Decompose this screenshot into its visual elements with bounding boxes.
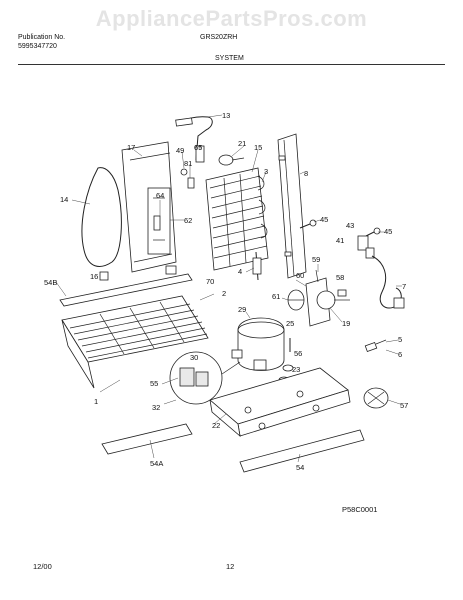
part-70-clip bbox=[165, 265, 177, 275]
part-56-grommet bbox=[282, 364, 294, 372]
part-49-clip bbox=[180, 168, 188, 176]
footer-page-number: 12 bbox=[226, 562, 234, 571]
part-45-screw bbox=[299, 219, 317, 229]
section-title: SYSTEM bbox=[215, 55, 244, 62]
label-part-54a: 54A bbox=[150, 459, 163, 468]
part-4-heater bbox=[252, 251, 262, 281]
part-16-clip bbox=[99, 271, 109, 281]
label-part-61: 61 bbox=[272, 292, 280, 301]
part-81-fitting bbox=[187, 177, 195, 189]
part-45-screw-b bbox=[365, 227, 381, 237]
publication-label: Publication No. bbox=[18, 34, 66, 41]
label-part-21: 21 bbox=[238, 139, 246, 148]
label-part-6: 6 bbox=[398, 350, 402, 359]
part-7-plug bbox=[393, 297, 405, 309]
part-41-relay bbox=[357, 235, 375, 259]
part-58-clip bbox=[337, 289, 347, 297]
label-part-60: 60 bbox=[296, 271, 304, 280]
part-7-harness bbox=[371, 255, 402, 309]
label-part-45: 45 bbox=[320, 215, 328, 224]
label-part-41: 41 bbox=[336, 236, 344, 245]
label-part-54b: 54B bbox=[44, 278, 57, 287]
part-29-compressor bbox=[231, 317, 285, 371]
part-61-fan-blade bbox=[287, 289, 305, 311]
label-part-55: 55 bbox=[150, 379, 158, 388]
label-part-25: 25 bbox=[286, 319, 294, 328]
label-part-49: 49 bbox=[176, 146, 184, 155]
label-part-32: 32 bbox=[152, 403, 160, 412]
label-part-54: 54 bbox=[296, 463, 304, 472]
part-54b-rail bbox=[59, 273, 193, 307]
label-part-56: 56 bbox=[294, 349, 302, 358]
part-1-leader bbox=[99, 379, 121, 393]
label-part-62: 62 bbox=[184, 216, 192, 225]
label-part-29: 29 bbox=[238, 305, 246, 314]
part-5-connector bbox=[364, 339, 387, 353]
label-part-70: 70 bbox=[206, 277, 214, 286]
diagram-code: P58C0001 bbox=[342, 505, 377, 514]
label-part-4: 4 bbox=[238, 267, 242, 276]
part-54a-rail bbox=[101, 423, 193, 455]
label-part-5: 5 bbox=[398, 335, 402, 344]
label-part-19: 19 bbox=[342, 319, 350, 328]
part-62-bracket bbox=[147, 187, 171, 255]
label-part-30: 30 bbox=[190, 353, 198, 362]
label-part-1: 1 bbox=[94, 397, 98, 406]
label-part-58: 58 bbox=[336, 273, 344, 282]
label-part-64: 64 bbox=[156, 191, 164, 200]
part-30-relay-inset bbox=[169, 351, 241, 405]
header-rule bbox=[18, 64, 445, 65]
part-15-evaporator bbox=[205, 167, 269, 271]
label-part-15: 15 bbox=[254, 143, 262, 152]
label-part-81: 81 bbox=[184, 159, 192, 168]
label-part-13: 13 bbox=[222, 111, 230, 120]
label-part-43: 43 bbox=[346, 221, 354, 230]
part-8-channel bbox=[277, 133, 307, 279]
label-part-14: 14 bbox=[60, 195, 68, 204]
publication-number: 5995347720 bbox=[18, 43, 57, 50]
label-part-22: 22 bbox=[212, 421, 220, 430]
part-21-thermostat bbox=[218, 154, 245, 166]
label-part-7: 7 bbox=[402, 282, 406, 291]
label-part-57: 57 bbox=[400, 401, 408, 410]
part-19-motor bbox=[316, 290, 350, 310]
part-57-fan bbox=[363, 387, 389, 409]
part-2-condenser bbox=[61, 295, 209, 389]
footer-date: 12/00 bbox=[33, 562, 52, 571]
part-14-heater-loop bbox=[81, 167, 122, 267]
part-54-rail bbox=[239, 429, 365, 473]
label-part-59: 59 bbox=[312, 255, 320, 264]
label-part-17: 17 bbox=[127, 143, 135, 152]
label-part-45-b: 45 bbox=[384, 227, 392, 236]
model-number: GRS20ZRH bbox=[200, 34, 238, 41]
watermark: AppliancePartsPros.com bbox=[95, 6, 368, 31]
part-22-base-pan bbox=[209, 367, 351, 438]
label-part-3: 3 bbox=[264, 167, 268, 176]
label-part-8: 8 bbox=[304, 169, 308, 178]
label-part-23: 23 bbox=[292, 365, 300, 374]
label-part-2: 2 bbox=[222, 289, 226, 298]
label-part-16: 16 bbox=[90, 272, 98, 281]
label-part-65: 65 bbox=[194, 143, 202, 152]
